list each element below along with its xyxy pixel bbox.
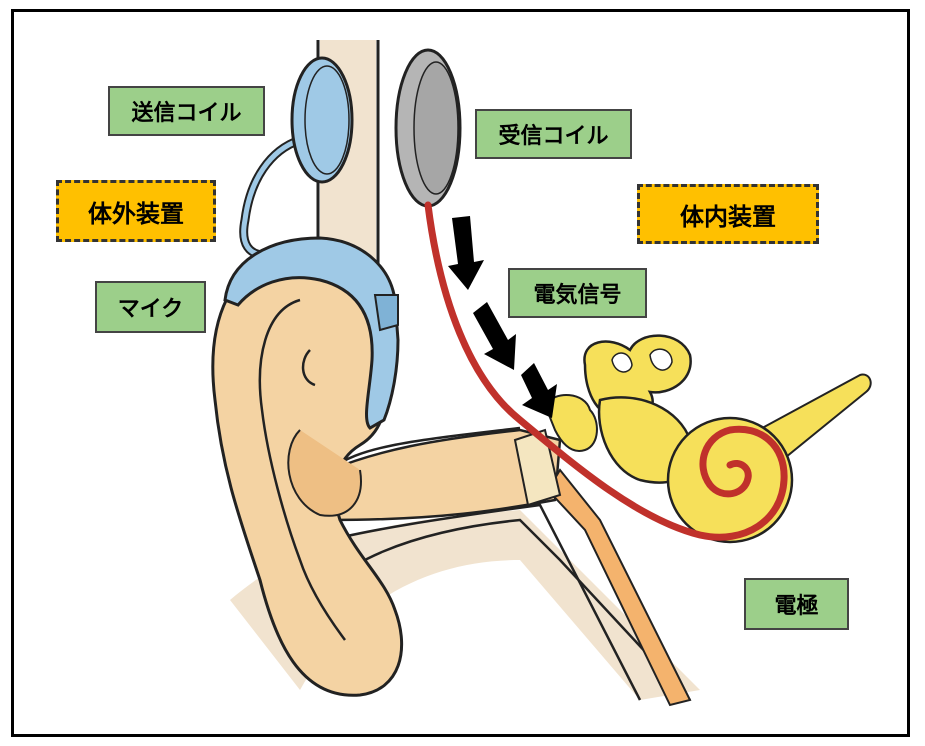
transmit-coil-shape — [292, 58, 352, 182]
signal-arrow-1 — [448, 216, 484, 290]
cochlea-body — [668, 418, 792, 542]
label-transmit-coil: 送信コイル — [108, 86, 265, 136]
label-internal-device: 体内装置 — [637, 184, 819, 244]
processor-mic-port — [375, 295, 398, 330]
label-receive-coil: 受信コイル — [475, 109, 632, 159]
signal-arrow-3 — [521, 363, 557, 418]
label-electric-signal: 電気信号 — [508, 268, 647, 318]
receive-coil-shape — [396, 50, 460, 206]
transmit-cable-fill — [244, 140, 300, 255]
label-microphone: マイク — [95, 281, 206, 333]
label-external-device: 体外装置 — [56, 180, 216, 242]
label-electrode: 電極 — [744, 578, 849, 630]
